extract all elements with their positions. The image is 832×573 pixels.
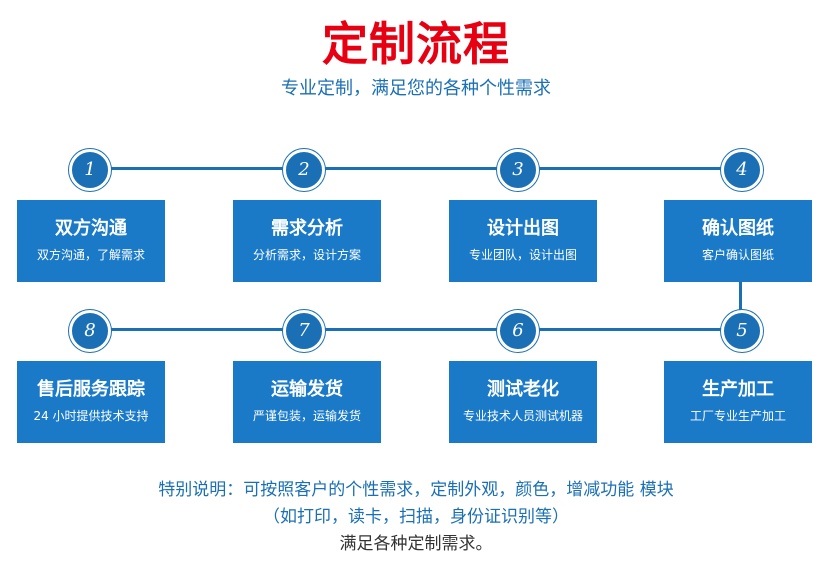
step-1-desc: 双方沟通，了解需求 [36,248,145,262]
step-4-title: 确认图纸 [702,218,774,239]
step-2-desc: 分析需求，设计方案 [252,248,361,262]
note-line-3: 满足各种定制需求。 [339,534,493,554]
step-7-title: 运输发货 [271,379,343,400]
step-3-number: 3 [497,149,539,191]
step-2-number: 2 [283,149,325,191]
step-1-title: 双方沟通 [55,218,127,239]
step-8-title: 售后服务跟踪 [37,379,145,400]
step-2-title: 需求分析 [271,218,343,239]
step-6-number: 6 [497,310,539,352]
step-5-desc: 工厂专业生产加工 [689,409,786,423]
step-4-card: 确认图纸 客户确认图纸 [664,200,812,282]
note-line-1: 特别说明：可按照客户的个性需求，定制外观，颜色，增减功能 模块 [158,480,674,500]
step-5-number: 5 [721,310,763,352]
page-title: 定制流程 [322,17,510,71]
step-4-number: 4 [721,149,763,191]
step-1-number: 1 [69,149,111,191]
step-8-card: 售后服务跟踪 24 小时提供技术支持 [17,361,165,443]
step-1-card: 双方沟通 双方沟通，了解需求 [17,200,165,282]
right-vertical-connector [739,282,742,330]
step-3-title: 设计出图 [487,218,559,239]
step-6-desc: 专业技术人员测试机器 [462,409,583,423]
step-8-desc: 24 小时提供技术支持 [33,409,149,423]
page-subtitle: 专业定制，满足您的各种个性需求 [281,78,551,99]
step-8-number: 8 [69,310,111,352]
step-5-title: 生产加工 [702,379,774,400]
step-5-card: 生产加工 工厂专业生产加工 [664,361,812,443]
step-2-card: 需求分析 分析需求，设计方案 [233,200,381,282]
step-7-desc: 严谨包装，运输发货 [252,409,361,423]
step-6-title: 测试老化 [487,379,559,400]
step-3-desc: 专业团队，设计出图 [468,248,577,262]
step-3-card: 设计出图 专业团队，设计出图 [449,200,597,282]
bottom-row-connector [88,328,740,331]
note-line-2: （如打印，读卡，扫描，身份证识别等） [263,507,569,527]
step-4-desc: 客户确认图纸 [701,248,774,262]
step-7-card: 运输发货 严谨包装，运输发货 [233,361,381,443]
step-6-card: 测试老化 专业技术人员测试机器 [449,361,597,443]
step-7-number: 7 [283,310,325,352]
top-row-connector [88,167,740,170]
